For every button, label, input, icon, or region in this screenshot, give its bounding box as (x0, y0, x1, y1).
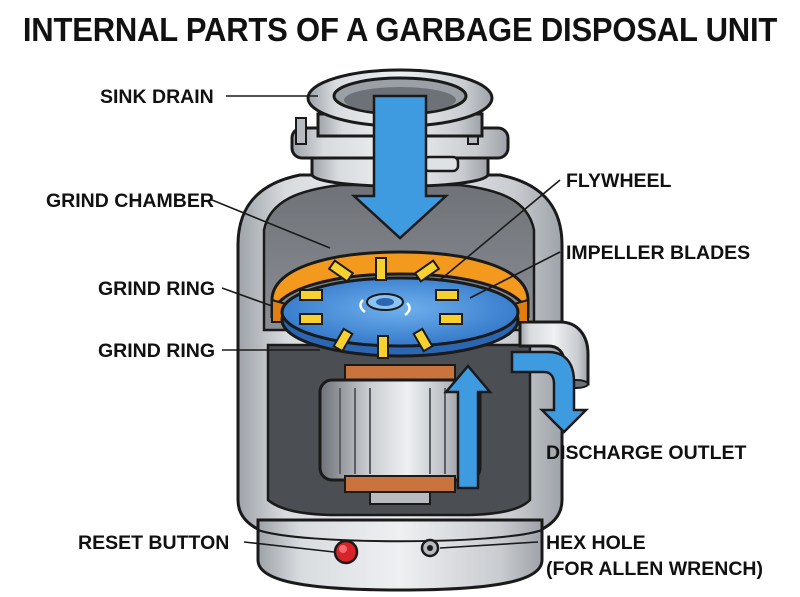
label-grind-chamber: GRIND CHAMBER (46, 190, 214, 212)
label-sink-drain: SINK DRAIN (100, 86, 214, 108)
reset-button-shape[interactable] (333, 539, 359, 565)
leader-lines (211, 95, 561, 553)
label-discharge-outlet: DISCHARGE OUTLET (546, 442, 747, 464)
motor (318, 364, 482, 505)
label-hex-hole: HEX HOLE (546, 532, 646, 554)
base-ring (256, 518, 544, 592)
label-grind-ring-upper: GRIND RING (98, 278, 215, 300)
label-impeller-blades: IMPELLER BLADES (566, 242, 751, 264)
hex-hole-shape (420, 538, 440, 558)
label-grind-ring-lower: GRIND RING (98, 340, 215, 362)
label-hex-hole-note: (FOR ALLEN WRENCH) (546, 558, 763, 580)
upflow-arrow (443, 364, 493, 490)
flow-arrows (350, 94, 590, 490)
label-reset-button: RESET BUTTON (78, 532, 230, 554)
impeller-blades (299, 257, 463, 359)
discharge-arrow (510, 350, 590, 434)
diagram-title: INTERNAL PARTS OF A GARBAGE DISPOSAL UNI… (22, 10, 778, 49)
inflow-arrow (350, 94, 450, 240)
label-flywheel: FLYWHEEL (566, 170, 672, 192)
